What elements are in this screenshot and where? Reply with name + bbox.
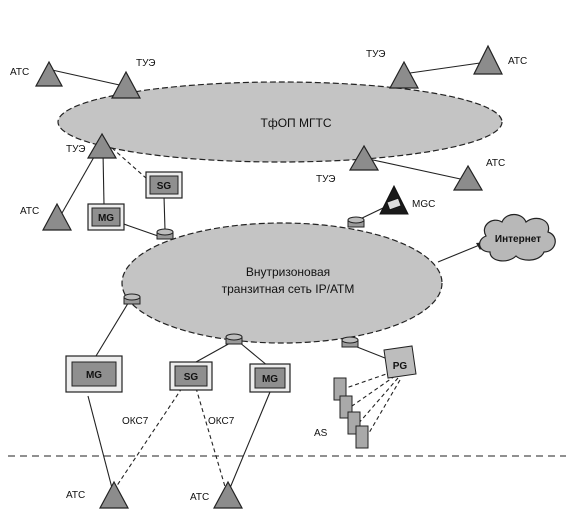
link-pg-as-2: [351, 375, 396, 407]
as-servers: AS: [314, 377, 369, 449]
router-icon: [225, 333, 243, 345]
pg-node: PG: [383, 345, 417, 379]
link-ats-tue-top-left: [51, 69, 125, 87]
router-icon: [347, 216, 365, 228]
ats-node-top-right: [473, 44, 503, 75]
tue-label-top-right: ТУЭ: [366, 49, 385, 60]
link-pg-as-3: [357, 377, 399, 425]
pstn-mgts-cloud: [57, 81, 503, 163]
sg-box-bottom-inner: [174, 365, 208, 387]
device-mg-top: MG: [87, 203, 125, 231]
router-icon: [123, 293, 141, 305]
ats-label-bottom-left: АТС: [66, 490, 85, 501]
link-tue-mg: [102, 151, 105, 206]
mgc-plate-icon: [386, 197, 402, 211]
link-router-mg-right: [238, 341, 269, 367]
sg-label-bottom: SG: [184, 372, 199, 383]
link-tue-ats-right: [363, 157, 466, 181]
device-mg-bottom-left: MG: [65, 355, 123, 393]
link-mg-ats-bottom-right: [229, 391, 271, 489]
internet-label: Интернет: [495, 234, 541, 245]
internet-cloud: Интернет: [479, 213, 556, 262]
link-net-internet: [437, 243, 483, 263]
link-sg-ats-right: [195, 387, 227, 491]
ats-label-bottom-right: АТС: [190, 492, 209, 503]
ats-label-top-right: АТС: [508, 56, 527, 67]
tue-label-left: ТУЭ: [66, 144, 85, 155]
pg-box-icon: [383, 345, 417, 379]
link-router-sg-bottom: [195, 341, 233, 363]
link-sg-ats-left: [113, 387, 183, 491]
router-icon: [341, 336, 359, 348]
pg-label: PG: [393, 361, 408, 372]
link-router-mg-left: [95, 299, 131, 357]
transit-network-cloud: [121, 222, 443, 344]
ats-node-bottom-right: [212, 480, 244, 509]
mg-label-top: MG: [98, 213, 114, 224]
link-pg-as-4: [365, 379, 401, 439]
tue-node-top-left: [110, 70, 142, 99]
ats-label-left: АТС: [20, 206, 39, 217]
tue-node-right: [348, 144, 380, 171]
ats-node-right: [452, 164, 484, 191]
tue-node-top-right: [388, 60, 420, 89]
pstn-mgts-label: ТфОП МГТС: [261, 116, 332, 130]
tue-label-right: ТУЭ: [316, 174, 335, 185]
link-tue-sg: [111, 147, 147, 179]
link-sg-router: [163, 195, 166, 231]
device-sg-top: SG: [145, 171, 183, 199]
ats-label-top-left: АТС: [10, 67, 29, 78]
nodes-triangles: АТС ТУЭ ТУЭ АТС ТУЭ ТУЭ АТС АТС АТС АТС: [10, 44, 527, 509]
server-icon: [355, 425, 369, 449]
oks7-label-left: ОКС7: [122, 416, 149, 427]
link-mg-router: [117, 221, 159, 237]
ats-node-left: [41, 202, 73, 231]
sg-box-top-inner: [149, 175, 179, 195]
mg-box-top-inner: [91, 207, 121, 227]
mgc-node: MGC: [379, 184, 435, 215]
link-mg-ats-bottom-left: [87, 395, 113, 489]
mgc-label: MGC: [412, 199, 435, 210]
mg-label-bottom-left: MG: [86, 370, 102, 381]
mg-box-bl-inner: [71, 361, 117, 387]
mg-label-bottom-right: MG: [262, 374, 278, 385]
cloud-icon: [479, 213, 556, 262]
routers: [123, 216, 365, 348]
device-mg-bottom-right: MG: [249, 363, 291, 393]
link-pg-as-1: [345, 371, 393, 389]
link-tue-ats-top-right: [402, 61, 488, 75]
ats-node-bottom-left: [98, 480, 130, 509]
transit-network-label-2: транзитная сеть IP/ATM: [222, 282, 355, 296]
tue-node-left: [86, 132, 118, 159]
mg-box-br-inner: [254, 367, 286, 389]
ats-label-right: АТС: [486, 158, 505, 169]
device-sg-bottom: SG: [169, 361, 213, 391]
tue-label-top-left: ТУЭ: [136, 58, 155, 69]
link-tue-ats-left: [57, 149, 99, 221]
transit-network-label-1: Внутризоновая: [246, 265, 330, 279]
router-icon: [156, 228, 174, 240]
oks7-label-right: ОКС7: [208, 416, 235, 427]
ats-node-top-left: [34, 60, 64, 87]
as-label: AS: [314, 428, 328, 439]
sg-label-top: SG: [157, 181, 172, 192]
